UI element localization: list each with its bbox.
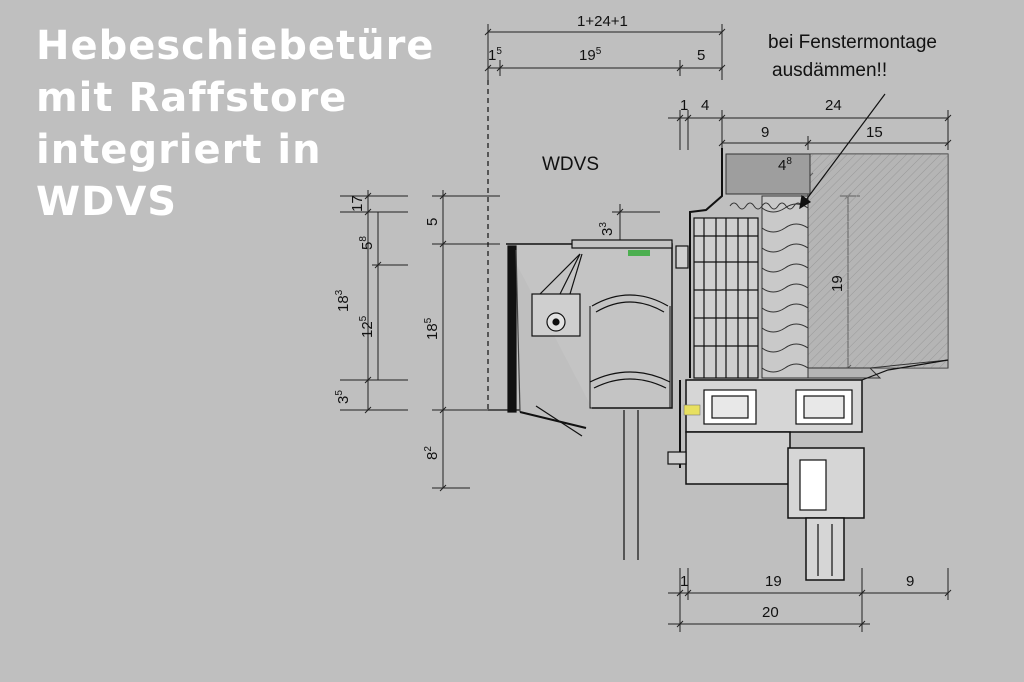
- insulation-layer: [729, 195, 949, 379]
- dim-row2-a: 1: [680, 97, 688, 114]
- dim-bot-19: 19: [765, 573, 782, 590]
- title-line-2: mit Raffstore: [36, 75, 348, 121]
- dim-bot-1: 1: [680, 573, 688, 590]
- dim-left-35: 35: [334, 390, 352, 404]
- dim-row2-b: 4: [701, 97, 709, 114]
- dim-wall-inner: 48: [778, 156, 792, 174]
- dim-bot-9: 9: [906, 573, 914, 590]
- dim-row3-a: 9: [761, 124, 769, 141]
- window-frame-profile: [679, 148, 949, 581]
- dim-top-left-a: 15: [488, 46, 502, 64]
- title-line-3: integriert in: [36, 127, 322, 173]
- masonry-wall: [725, 153, 949, 369]
- wdvs-label: WDVS: [542, 154, 599, 175]
- dim-top-total: 1+24+1: [577, 13, 628, 30]
- dim-bot-20: 20: [762, 604, 779, 621]
- dim-left-58: 58: [358, 236, 376, 250]
- dim-mid-185: 185: [423, 317, 441, 340]
- drawing-labels: WDVS bei Fenstermontage ausdämmen!! 1+24…: [334, 13, 937, 621]
- dim-top-mid: 195: [579, 46, 602, 64]
- dim-side-right: 19: [829, 275, 846, 292]
- dim-box-top: 33: [598, 222, 616, 236]
- dim-mid-5: 5: [424, 218, 441, 226]
- dim-row3-b: 15: [866, 124, 883, 141]
- left-dimension-chains: [340, 190, 860, 492]
- title-line-1: Hebeschiebetüre: [36, 23, 435, 69]
- dim-left-17: 17: [349, 195, 366, 212]
- title-line-4: WDVS: [36, 179, 178, 225]
- dim-left-125: 125: [358, 315, 376, 338]
- dim-mid-82: 82: [423, 446, 441, 460]
- dim-row2-c: 24: [825, 97, 842, 114]
- note-line-2: ausdämmen!!: [772, 60, 887, 81]
- bottom-dimension-chains: [668, 568, 952, 632]
- dim-left-183: 183: [334, 289, 352, 312]
- note-line-1: bei Fenstermontage: [768, 32, 937, 53]
- dim-top-right: 5: [697, 47, 705, 64]
- raffstore-box: [487, 80, 689, 560]
- note-arrow: [799, 93, 886, 210]
